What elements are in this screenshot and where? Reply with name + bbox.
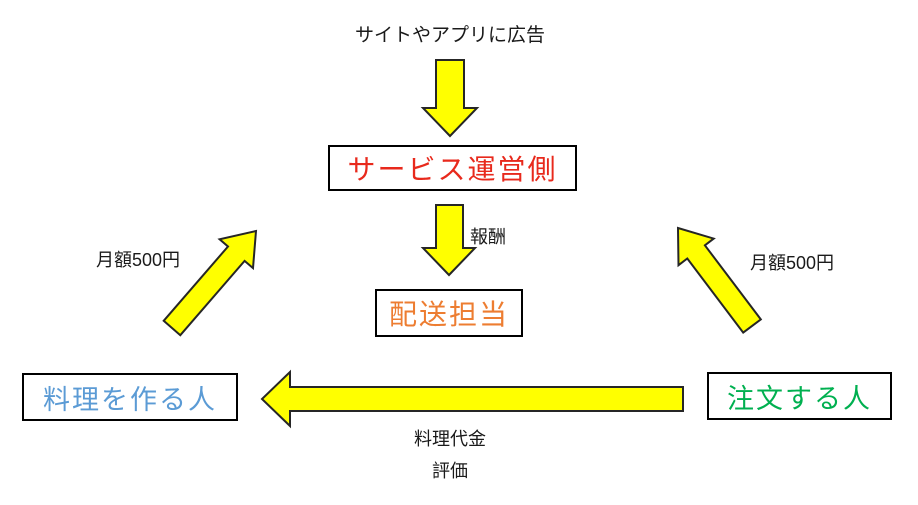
horizontal-arrow-orderer-to-cook <box>260 369 684 429</box>
rating-label: 評価 <box>432 461 468 481</box>
reward-label: 報酬 <box>470 227 506 247</box>
node-orderer: 注文する人 <box>707 372 892 420</box>
node-service-operator: サービス運営側 <box>328 145 577 191</box>
down-arrow-ad-to-service <box>420 59 480 138</box>
node-cook: 料理を作る人 <box>22 373 238 421</box>
monthly-fee-left-label: 月額500円 <box>96 250 181 270</box>
node-delivery-person: 配送担当 <box>375 289 523 337</box>
diagonal-arrow-orderer-to-service <box>676 226 763 334</box>
diagonal-arrow-cook-to-service <box>162 229 258 337</box>
down-arrow-service-to-delivery <box>420 204 478 277</box>
ad-label: サイトやアプリに広告 <box>354 25 545 46</box>
meal-payment-label: 料理代金 <box>414 429 486 449</box>
monthly-fee-right-label: 月額500円 <box>750 253 835 273</box>
